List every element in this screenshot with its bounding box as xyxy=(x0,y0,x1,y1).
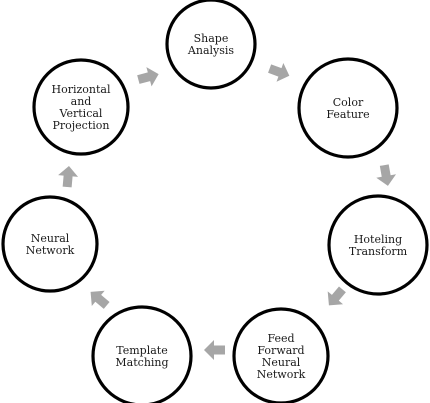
node-circle xyxy=(32,58,130,156)
node-label-line: Horizontal xyxy=(52,83,111,96)
node-label-line: Neural xyxy=(31,232,70,245)
node-label-line: Neural xyxy=(262,356,301,369)
node-circle xyxy=(91,305,193,403)
node-label-line: Feature xyxy=(326,108,369,121)
node-label-line: Forward xyxy=(257,344,304,357)
flow-arrow-1 xyxy=(268,62,290,82)
flow-arrow-7 xyxy=(137,67,159,87)
flow-arrow-4 xyxy=(204,340,225,360)
node-label-line: Hoteling xyxy=(354,233,402,246)
node-label-line: and xyxy=(71,95,92,108)
node-label-line: Projection xyxy=(52,119,109,132)
flow-arrow-6 xyxy=(58,166,79,188)
node-label-line: Color xyxy=(333,96,364,109)
node-label-line: Transform xyxy=(349,245,408,258)
node-label-line: Vertical xyxy=(59,107,103,120)
node-label-line: Feed xyxy=(267,332,294,345)
node-label-line: Shape xyxy=(194,32,229,45)
node-circle xyxy=(327,194,429,296)
flow-arrow-3 xyxy=(327,286,346,306)
node-circle xyxy=(297,57,399,159)
flow-arrow-2 xyxy=(376,164,397,186)
node-label-line: Matching xyxy=(115,356,168,369)
node-label-line: Analysis xyxy=(187,44,234,57)
node-label-line: Template xyxy=(116,344,167,357)
node-circle xyxy=(232,307,330,403)
node-label-line: Network xyxy=(26,244,75,257)
node-label-line: Network xyxy=(257,368,306,381)
node-circle xyxy=(1,195,99,293)
flow-arrow-5 xyxy=(90,290,110,309)
node-circle xyxy=(165,0,257,90)
